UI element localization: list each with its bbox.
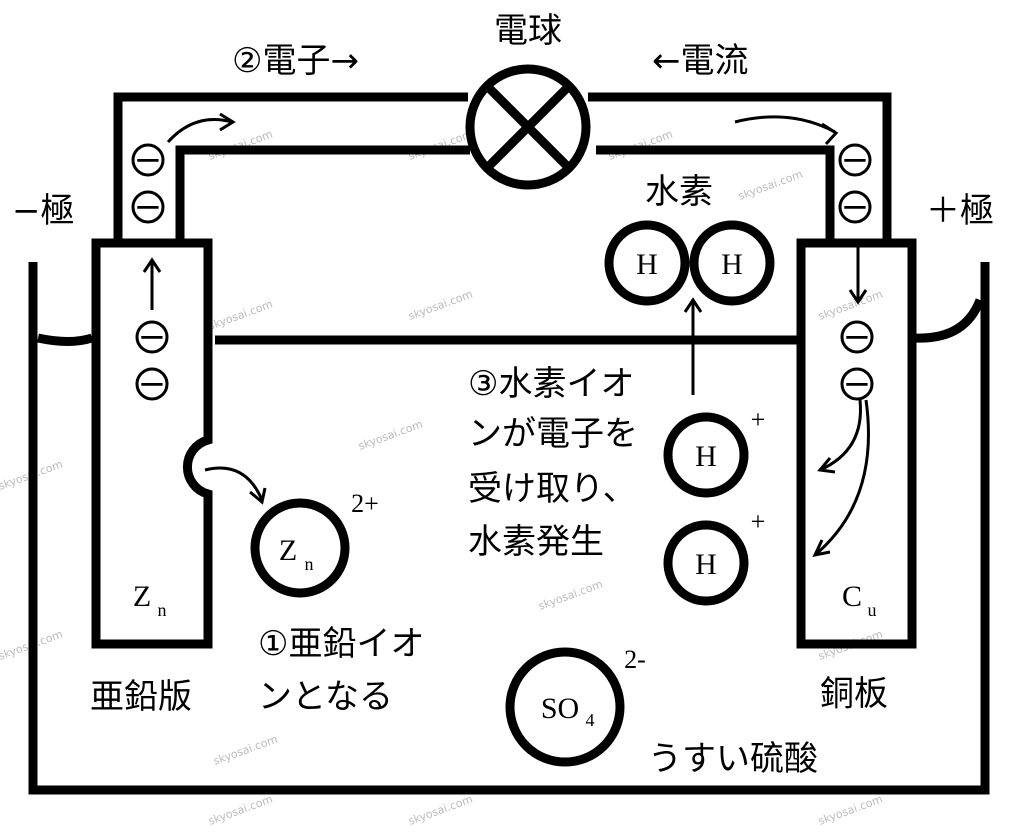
hydrogen-molecule: H H	[604, 220, 775, 306]
watermark: skyosai.com	[207, 793, 275, 828]
watermark: skyosai.com	[407, 288, 475, 323]
hydrogen-ion: H +	[663, 507, 766, 606]
svg-text:H: H	[721, 248, 743, 281]
watermark: skyosai.com	[207, 128, 275, 163]
svg-text:③水素イオ: ③水素イオ	[468, 364, 634, 404]
svg-text:+: +	[751, 507, 766, 536]
beaker-lip-right	[914, 298, 985, 343]
negative-pole-label: −極	[12, 191, 75, 231]
zinc-plate	[91, 238, 213, 649]
svg-text:ンとなる: ンとなる	[258, 677, 393, 717]
hydrogen-label: 水素	[645, 172, 713, 212]
svg-text:−: −	[843, 317, 872, 357]
zinc-ion: Z n 2+	[250, 489, 379, 598]
electron: −	[135, 364, 169, 404]
watermark: skyosai.com	[737, 168, 805, 203]
electron-flow-label: ②電子→	[232, 41, 359, 81]
copper-plate-label: 銅板	[820, 674, 888, 714]
svg-text:−: −	[134, 187, 163, 227]
svg-text:+: +	[751, 405, 766, 434]
electron: −	[840, 317, 874, 357]
electron: −	[838, 187, 872, 227]
copper-symbol: C u	[842, 580, 877, 620]
svg-text:2+: 2+	[351, 489, 379, 518]
arrow-electron-to-ion2	[814, 399, 870, 557]
watermark: skyosai.com	[212, 733, 280, 768]
svg-text:①亜鉛イオ: ①亜鉛イオ	[258, 624, 424, 664]
wire-inner	[175, 145, 835, 243]
current-flow-label: ←電流	[652, 41, 749, 81]
svg-text:n: n	[158, 600, 167, 620]
svg-text:Z: Z	[279, 534, 297, 567]
svg-text:C: C	[842, 580, 862, 613]
arrow-electron-to-ion1	[819, 399, 862, 472]
svg-text:−: −	[843, 364, 872, 404]
arrow-electron-down	[734, 115, 836, 134]
positive-pole-label: ＋極	[926, 191, 994, 231]
copper-plate	[796, 238, 917, 649]
svg-text:u: u	[868, 600, 877, 620]
watermark: skyosai.com	[607, 128, 675, 163]
svg-text:2-: 2-	[624, 645, 646, 674]
zinc-plate-label: 亜鉛版	[90, 677, 192, 717]
zinc-symbol: Z n	[133, 580, 167, 620]
electrons: − − − − − − − −	[131, 140, 874, 404]
arrow-zinc-ion	[204, 466, 264, 501]
sulfate-ion: SO 4 2-	[505, 645, 646, 767]
svg-text:n: n	[305, 554, 314, 574]
svg-text:−: −	[841, 140, 870, 180]
watermark: skyosai.com	[207, 298, 275, 333]
watermark: skyosai.com	[407, 128, 475, 163]
light-bulb	[465, 64, 591, 190]
svg-text:H: H	[695, 548, 717, 581]
svg-text:ンが電子を: ンが電子を	[468, 414, 638, 454]
svg-text:水素発生: 水素発生	[468, 522, 604, 562]
electron: −	[838, 140, 872, 180]
electron: −	[131, 187, 165, 227]
svg-text:−: −	[841, 187, 870, 227]
step1-description: ①亜鉛イオ ンとなる	[258, 624, 424, 717]
bulb-label: 電球	[494, 11, 562, 51]
svg-text:−: −	[134, 140, 163, 180]
hydrogen-ion: H +	[663, 405, 766, 498]
watermark: skyosai.com	[357, 418, 425, 453]
svg-text:受け取り、: 受け取り、	[468, 469, 637, 509]
svg-text:4: 4	[586, 710, 595, 730]
svg-text:−: −	[138, 317, 167, 357]
beaker-lip-left	[37, 333, 94, 346]
svg-text:SO: SO	[541, 692, 579, 725]
arrow-electron-up	[166, 118, 233, 144]
electron: −	[135, 317, 169, 357]
svg-text:H: H	[636, 248, 658, 281]
wire-outer	[113, 92, 892, 243]
electron: −	[131, 140, 165, 180]
electron: −	[840, 364, 874, 404]
svg-text:Z: Z	[133, 580, 151, 613]
watermark: skyosai.com	[537, 578, 605, 613]
watermark: skyosai.com	[817, 793, 885, 828]
arrows	[142, 112, 870, 558]
beaker	[28, 262, 990, 795]
svg-text:−: −	[138, 364, 167, 404]
step3-description: ③水素イオ ンが電子を 受け取り、 水素発生	[468, 364, 638, 562]
watermark: skyosai.com	[407, 793, 475, 828]
svg-text:H: H	[695, 440, 717, 473]
dilute-sulfuric-acid-label: うすい硫酸	[648, 739, 818, 779]
